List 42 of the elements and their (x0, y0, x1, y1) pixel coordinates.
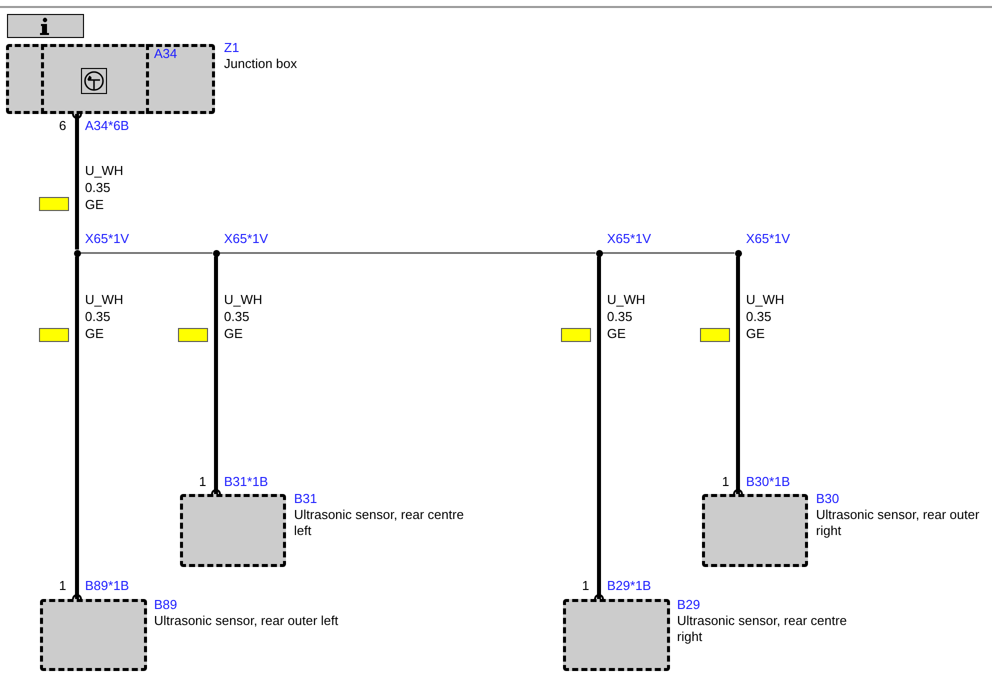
bus-line (602, 252, 734, 254)
component-description: Ultrasonic sensor, rear outer left (154, 613, 340, 629)
wire (594, 256, 604, 600)
connector-pin-label: B29*1B (607, 578, 652, 594)
pin-number: 1 (199, 474, 206, 490)
component-code: Z1 (224, 40, 240, 56)
component-code: X65*1V (607, 231, 652, 247)
component-box (180, 494, 286, 567)
splice-dot (596, 250, 602, 256)
junction-box (6, 44, 215, 114)
pin-number: 1 (59, 578, 66, 594)
pin-number: 6 (59, 118, 66, 134)
component-code: A34 (154, 46, 178, 62)
splice-dot (734, 250, 742, 256)
wire (72, 256, 82, 600)
component-code: B30 (816, 491, 840, 507)
connector-pin-label: A34*6B (85, 118, 130, 134)
component-box (563, 599, 670, 671)
component-code: B31 (294, 491, 318, 507)
component-code: B89 (154, 597, 178, 613)
component-description: Ultrasonic sensor, rear outer right (816, 507, 980, 539)
wire (211, 256, 221, 495)
connector-pin-label: B89*1B (85, 578, 130, 594)
bus-line (80, 252, 212, 254)
splice-dot (212, 250, 220, 256)
pin-number: 1 (722, 474, 730, 490)
component-box (40, 599, 147, 671)
wire (733, 256, 743, 495)
component-code: B29 (677, 597, 700, 613)
wire (72, 113, 82, 250)
connector-pin-label: B30*1B (746, 474, 790, 490)
component-description: Ultrasonic sensor, rear centre left (294, 507, 465, 539)
component-code: X65*1V (224, 231, 268, 247)
pin-number: 1 (582, 578, 590, 594)
splice-dot (74, 250, 80, 256)
component-code: X65*1V (85, 231, 130, 247)
component-description: Junction box (224, 56, 297, 72)
component-box (702, 494, 808, 567)
component-description: Ultrasonic sensor, rear centre right (677, 613, 848, 645)
connector-pin-label: B31*1B (224, 474, 268, 490)
component-code: X65*1V (746, 231, 790, 247)
bus-line (220, 252, 596, 254)
